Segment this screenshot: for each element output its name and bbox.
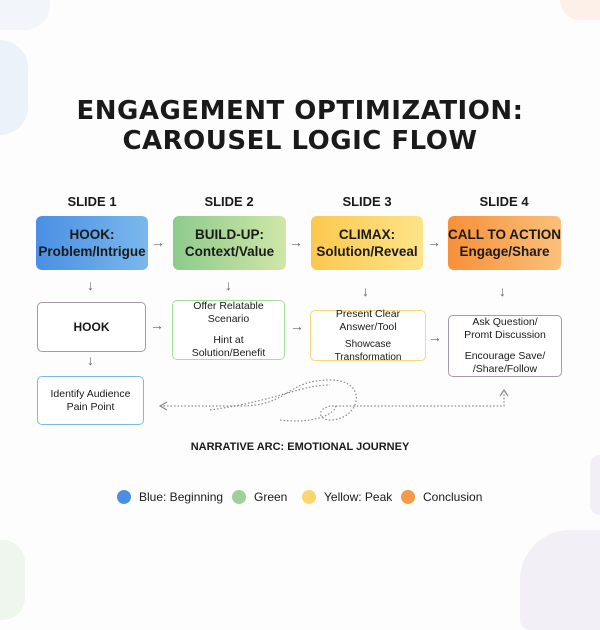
arrow-right-icon: → xyxy=(428,329,442,345)
climax-header: CLIMAX:Solution/Reveal xyxy=(311,216,423,270)
legend-dot xyxy=(302,490,316,504)
arrow-right-icon: → xyxy=(290,318,304,334)
arrow-down-icon: ↓ xyxy=(499,283,506,299)
slide-2-label: SLIDE 2 xyxy=(204,194,254,209)
legend-item-green: Green xyxy=(232,490,287,504)
legend-item-blue: Blue: Beginning xyxy=(117,490,223,504)
hook-header: HOOK:Problem/Intrigue xyxy=(36,216,148,270)
legend-dot xyxy=(401,490,415,504)
title-line-1: ENGAGEMENT OPTIMIZATION: xyxy=(76,96,524,126)
arrow-down-icon: ↓ xyxy=(87,352,94,368)
legend-item-yellow: Yellow: Peak xyxy=(302,490,392,504)
arrow-right-icon: → xyxy=(150,317,164,333)
arrow-right-icon: → xyxy=(151,234,165,250)
legend-item-orange: Conclusion xyxy=(401,490,482,504)
legend-dot xyxy=(117,490,131,504)
arrow-right-icon: → xyxy=(427,234,441,250)
narrative-arc-label: NARRATIVE ARC: EMOTIONAL JOURNEY xyxy=(190,441,410,453)
hook-card: HOOK xyxy=(37,302,146,352)
arrow-up-icon xyxy=(499,388,509,397)
narrative-arc-path xyxy=(158,379,509,422)
decor-blob xyxy=(0,40,28,135)
slide-4-label: SLIDE 4 xyxy=(479,194,529,209)
buildup-header: BUILD-UP:Context/Value xyxy=(173,216,286,270)
decor-blob xyxy=(590,455,600,515)
decor-blob xyxy=(560,0,600,20)
arrow-left-icon xyxy=(158,401,168,411)
arrow-down-icon: ↓ xyxy=(87,277,94,293)
pain-point-card: Identify Audience Pain Point xyxy=(37,376,144,425)
arrow-down-icon: ↓ xyxy=(225,277,232,293)
slide-1-label: SLIDE 1 xyxy=(67,194,117,209)
title-line-2: CAROUSEL LOGIC FLOW xyxy=(122,126,478,156)
legend-dot xyxy=(232,490,246,504)
arrow-down-icon: ↓ xyxy=(362,283,369,299)
arrow-right-icon: → xyxy=(289,234,303,250)
slide-3-label: SLIDE 3 xyxy=(342,194,392,209)
